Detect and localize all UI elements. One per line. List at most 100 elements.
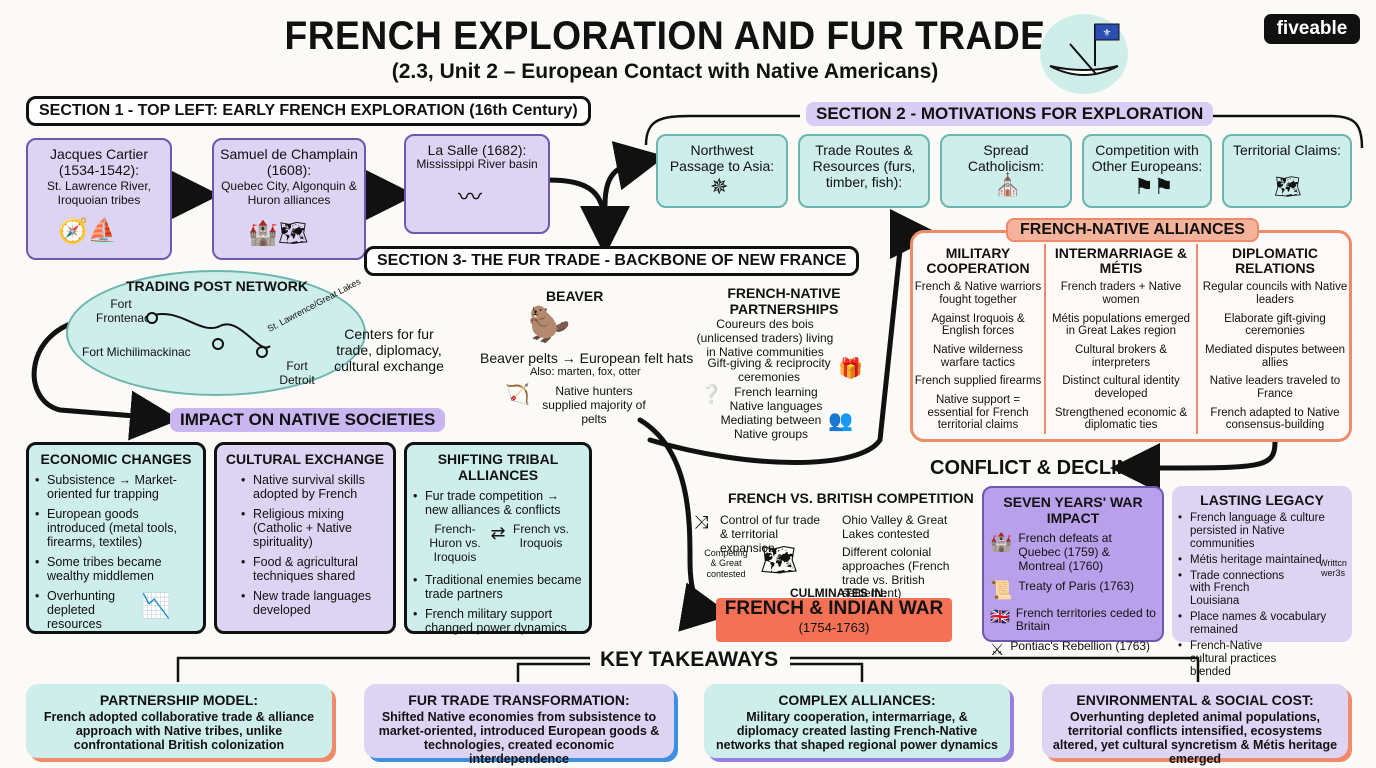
motivation-label: Trade Routes & Resources (furs, timber, … — [812, 142, 916, 191]
takeaway-card: PARTNERSHIP MODEL: French adopted collab… — [26, 684, 332, 758]
flags-icon: ⚑⚑ — [1134, 174, 1174, 199]
french-indian-war-banner: FRENCH & INDIAN WAR (1754-1763) — [716, 598, 952, 642]
trading-post-title: TRADING POST NETWORK — [126, 278, 308, 294]
takeaway-body: Overhunting depleted animal populations,… — [1052, 710, 1338, 766]
explorer-name: Jacques Cartier — [49, 146, 149, 162]
alliance-item: Native leaders traveled to France — [1209, 375, 1341, 400]
section1-heading: SECTION 1 - TOP LEFT: EARLY FRENCH EXPLO… — [26, 96, 591, 126]
legacy-item: French language & culture persisted in N… — [1178, 512, 1346, 551]
alliance-col-title: MILITARY COOPERATION — [926, 245, 1030, 276]
impact-item: Some tribes became wealthy middlemen — [35, 555, 197, 583]
fort-michilimackinac: Fort Michilimackinac — [82, 345, 191, 359]
partnership-item: Mediating between Native groups — [720, 413, 822, 441]
explorer-card-cartier: Jacques Cartier (1534-1542): St. Lawrenc… — [26, 138, 172, 260]
trading-post-network — [66, 270, 366, 396]
fiveable-logo[interactable]: fiveable — [1264, 14, 1360, 44]
explorer-desc: Quebec City, Algonquin & Huron alliances — [221, 179, 357, 207]
decline-chart-icon: 📉 — [141, 593, 171, 620]
beaver-line3: Native hunters supplied majority of pelt… — [542, 384, 646, 426]
motivation-trade-routes: Trade Routes & Resources (furs, timber, … — [798, 134, 930, 208]
diagram-left: French-Huron vs. Iroquois — [429, 522, 481, 564]
competition-item: Control of fur trade & territorial expan… — [720, 513, 821, 555]
impact-item: Food & agricultural techniques shared — [241, 555, 387, 583]
section3-heading: SECTION 3- THE FUR TRADE - BACKBONE OF N… — [364, 246, 860, 276]
impact-item: Religious mixing (Catholic + Native spir… — [241, 507, 387, 549]
culminates-label: CULMINATES IN: — [790, 586, 888, 600]
beaver-title: BEAVER — [546, 288, 604, 304]
impact-item: Traditional enemies became trade partner… — [413, 573, 583, 601]
partnerships-title: FRENCH-NATIVE PARTNERSHIPS — [727, 285, 841, 318]
takeaway-card: COMPLEX ALLIANCES: Military cooperation,… — [704, 684, 1010, 758]
alliance-item: Distinct cultural identity developed — [1062, 375, 1180, 400]
conflict-heading: CONFLICT & DECLINE — [930, 457, 1145, 479]
beaver-line1: Beaver pelts → European felt hats — [480, 350, 694, 366]
seven-years-title: SEVEN YEARS' WAR IMPACT — [1003, 494, 1143, 527]
alliance-item: French adapted to Native consensus-build… — [1210, 406, 1340, 432]
motivation-label: Northwest Passage to Asia: — [669, 142, 775, 175]
compass-icon: ✵ — [710, 174, 729, 199]
takeaway-title: PARTNERSHIP MODEL: — [99, 692, 259, 708]
takeaway-card: ENVIRONMENTAL & SOCIAL COST: Overhunting… — [1042, 684, 1348, 766]
alliances-panel — [910, 230, 1352, 442]
beaver-line2: Also: marten, fox, otter — [530, 366, 641, 378]
explorer-dates: (1608): — [266, 162, 312, 179]
takeaway-title: ENVIRONMENTAL & SOCIAL COST: — [1076, 692, 1314, 708]
alliances-divider — [1196, 244, 1198, 434]
motivation-label: Spread Catholicism: — [967, 142, 1045, 175]
alliance-col-title: INTERMARRIAGE & MÉTIS — [1054, 245, 1188, 276]
partnership-item: Gift-giving & reciprocity ceremonies — [707, 356, 831, 384]
explorer-dates: (1534-1542): — [58, 162, 140, 179]
seven-years-item: Pontiac's Rebellion (1763) — [1010, 639, 1151, 654]
alliance-item: Native wilderness warfare tactics — [932, 343, 1024, 369]
motivation-territorial: Territorial Claims: 🗺 — [1222, 134, 1352, 208]
motivation-catholicism: Spread Catholicism: ⛪ — [940, 134, 1072, 208]
great-lakes-icon — [146, 312, 271, 358]
impact-cultural-card: CULTURAL EXCHANGE Native survival skills… — [214, 442, 396, 634]
legacy-title: LASTING LEGACY — [1200, 492, 1324, 508]
alliance-item: French supplied firearms — [914, 375, 1042, 388]
shuffle-icon: ⤨ — [694, 512, 709, 533]
swap-arrows-icon: ⇄ — [490, 523, 506, 544]
alliance-item: French & Native warriors fought together — [914, 281, 1042, 307]
speech-question-icon: ❔ — [700, 384, 723, 405]
page-title: FRENCH EXPLORATION AND FUR TRADE — [284, 14, 1046, 58]
page-subtitle: (2.3, Unit 2 – European Contact with Nat… — [391, 60, 939, 83]
takeaway-body: French adopted collaborative trade & all… — [43, 710, 315, 752]
alliance-item: Against Iroquois & English forces — [931, 312, 1025, 338]
impact-item: Subsistence → Market-oriented fur trappi… — [35, 473, 197, 501]
impact-economic-card: ECONOMIC CHANGES Subsistence → Market-or… — [26, 442, 206, 634]
war-title: FRENCH & INDIAN WAR — [724, 598, 944, 619]
diagram-right: French vs. Iroquois — [512, 522, 569, 550]
written-words-icon: Writtcn wer3s — [1319, 558, 1347, 579]
alliance-col-diplomatic: DIPLOMATIC RELATIONS Regular councils wi… — [1202, 246, 1348, 438]
seven-years-item: French defeats at Quebec (1759) & Montre… — [1018, 531, 1112, 573]
crossed-arrows-icon: ⚔ — [990, 642, 1005, 660]
fort-frontenac: Fort Frontenac — [96, 297, 151, 325]
alliance-item: Strengthened economic & diplomatic ties — [1054, 406, 1188, 432]
hunter-icon: 🏹 — [505, 382, 530, 406]
legacy-item: Trade connections with French Louisiana — [1178, 570, 1298, 609]
gift-icon: 🎁 — [838, 356, 863, 380]
motivation-northwest-passage: Northwest Passage to Asia: ✵ — [656, 134, 788, 208]
takeaway-title: COMPLEX ALLIANCES: — [778, 692, 936, 708]
fort-icon: 🏰 — [990, 532, 1013, 553]
section2-heading: SECTION 2 - MOTIVATIONS FOR EXPLORATION — [806, 102, 1214, 126]
explorer-card-champlain: Samuel de Champlain (1608): Quebec City,… — [212, 138, 366, 260]
river-icon: 〰 — [458, 184, 482, 211]
explorer-desc: St. Lawrence River, Iroquoian tribes — [46, 179, 152, 207]
impact-item: New trade languages developed — [241, 589, 387, 617]
lasting-legacy-card: LASTING LEGACY French language & culture… — [1172, 486, 1352, 678]
map-label: Competing & Great contested — [704, 548, 748, 579]
map-icon: 🗺 — [1274, 174, 1302, 199]
alliances-divider — [1044, 244, 1046, 434]
legacy-item: French-Native cultural practices blended — [1178, 640, 1298, 679]
alliance-col-intermarriage: INTERMARRIAGE & MÉTIS French traders + N… — [1050, 246, 1192, 438]
trading-centers-desc: Centers for fur trade, diplomacy, cultur… — [334, 326, 444, 375]
alliance-item: Native support = essential for French te… — [927, 393, 1029, 432]
us-map-icon: 🗺 — [760, 543, 799, 578]
war-dates: (1754-1763) — [798, 620, 870, 635]
british-flag-icon: 🇬🇧 — [990, 608, 1010, 626]
explorer-name: La Salle (1682): — [427, 142, 527, 158]
canoe-with-quebec-flag-icon: ⚜ — [1040, 14, 1128, 94]
